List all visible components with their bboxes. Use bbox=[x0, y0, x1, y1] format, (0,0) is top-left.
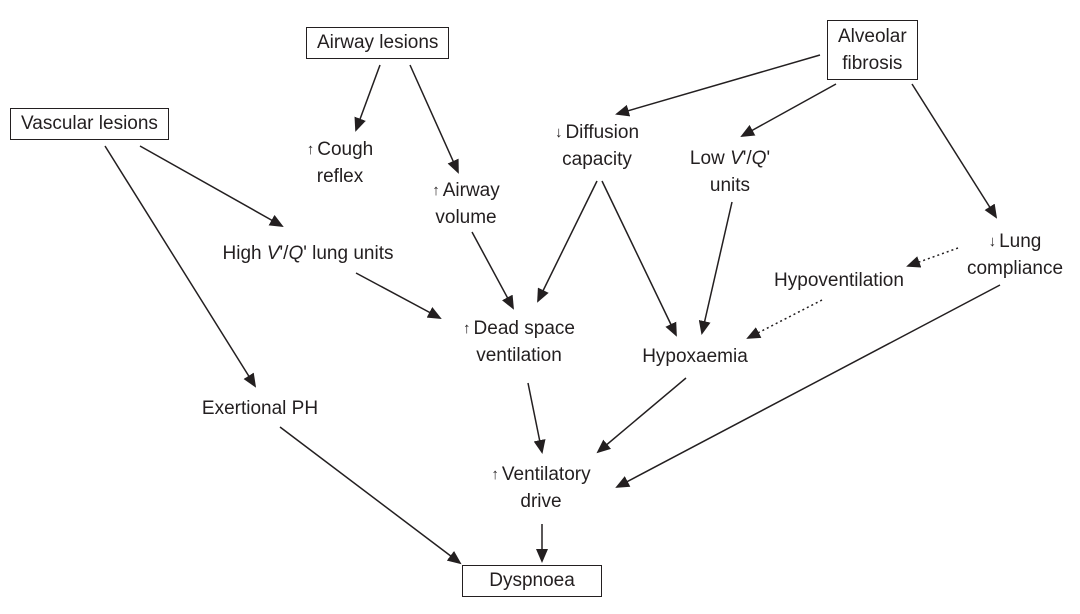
node-diffusion-capacity: ↓Diffusion capacity bbox=[537, 119, 657, 173]
alveolar-fibrosis-line1: Alveolar bbox=[838, 26, 907, 47]
edge-vascular-lesions-to-high-vq bbox=[139, 145, 284, 227]
increase-arrow-icon: ↑ bbox=[432, 182, 440, 199]
airway-lesions-label: Airway lesions bbox=[317, 32, 439, 53]
edge-alveolar-fibrosis-to-low-vq bbox=[740, 83, 837, 137]
cough-reflex-line2: reflex bbox=[316, 166, 364, 187]
node-dead-space-ventilation: ↑Dead space ventilation bbox=[444, 315, 594, 369]
airway-volume-line1: Airway bbox=[442, 180, 500, 201]
edge-hypoxaemia-to-ventilatory-drive bbox=[596, 377, 687, 454]
node-hypoxaemia: Hypoxaemia bbox=[628, 343, 762, 370]
low-vq-line1: Low V'/Q' bbox=[689, 148, 771, 169]
node-airway-lesions: Airway lesions bbox=[306, 27, 450, 59]
cough-reflex-line1: Cough bbox=[317, 139, 374, 160]
node-ventilatory-drive: ↑Ventilatory drive bbox=[466, 461, 616, 515]
increase-arrow-icon: ↑ bbox=[463, 320, 471, 337]
edge-alveolar-fibrosis-to-diffusion-capacity bbox=[615, 54, 821, 117]
node-lung-compliance: ↓Lung compliance bbox=[960, 228, 1070, 282]
edge-high-vq-to-dead-space bbox=[355, 272, 442, 319]
lung-compliance-line2: compliance bbox=[966, 258, 1064, 279]
edge-low-vq-to-hypoxaemia bbox=[698, 201, 733, 335]
node-alveolar-fibrosis: Alveolar fibrosis bbox=[827, 20, 918, 80]
node-exertional-ph: Exertional PH bbox=[180, 395, 340, 422]
edge-exertional-ph-to-dyspnoea bbox=[279, 426, 462, 565]
edge-lung-compliance-to-ventilatory-drive bbox=[615, 284, 1001, 488]
edge-hypoventilation-to-hypoxaemia bbox=[746, 299, 823, 339]
node-vascular-lesions: Vascular lesions bbox=[10, 108, 169, 140]
dyspnoea-label: Dyspnoea bbox=[489, 570, 575, 591]
hypoxaemia-label: Hypoxaemia bbox=[642, 346, 748, 367]
node-hypoventilation: Hypoventilation bbox=[756, 267, 922, 294]
decrease-arrow-icon: ↓ bbox=[988, 233, 997, 250]
node-cough-reflex: ↑Cough reflex bbox=[294, 136, 386, 190]
high-vq-label: High V'/Q' lung units bbox=[222, 243, 394, 264]
edge-alveolar-fibrosis-to-lung-compliance bbox=[911, 83, 998, 219]
vascular-lesions-label: Vascular lesions bbox=[21, 113, 158, 134]
edge-diffusion-capacity-to-hypoxaemia bbox=[601, 180, 677, 337]
diffusion-capacity-line2: capacity bbox=[562, 149, 632, 170]
edge-vascular-lesions-to-exertional-ph bbox=[104, 145, 257, 388]
dead-space-line2: ventilation bbox=[476, 345, 562, 366]
lung-compliance-line1: Lung bbox=[999, 231, 1042, 252]
hypoventilation-label: Hypoventilation bbox=[774, 270, 904, 291]
node-airway-volume: ↑Airway volume bbox=[416, 177, 516, 231]
node-high-vq-lung-units: High V'/Q' lung units bbox=[203, 240, 413, 267]
decrease-arrow-icon: ↓ bbox=[554, 124, 563, 141]
edge-airway-volume-to-dead-space bbox=[471, 231, 514, 310]
increase-arrow-icon: ↑ bbox=[491, 466, 499, 483]
increase-arrow-icon: ↑ bbox=[306, 141, 315, 158]
airway-volume-line2: volume bbox=[435, 207, 497, 228]
node-dyspnoea: Dyspnoea bbox=[462, 565, 602, 597]
edge-lung-compliance-to-hypoventilation bbox=[906, 247, 959, 268]
dead-space-line1: Dead space bbox=[473, 318, 575, 339]
edge-airway-lesions-to-airway-volume bbox=[409, 64, 459, 174]
node-low-vq-units: Low V'/Q' units bbox=[670, 145, 790, 199]
diffusion-capacity-line1: Diffusion bbox=[565, 122, 640, 143]
exertional-ph-label: Exertional PH bbox=[201, 398, 319, 419]
edge-diffusion-capacity-to-dead-space bbox=[537, 180, 598, 303]
ventilatory-drive-line2: drive bbox=[520, 491, 562, 512]
ventilatory-drive-line1: Ventilatory bbox=[501, 464, 591, 485]
low-vq-line2: units bbox=[709, 175, 751, 196]
edge-dead-space-to-ventilatory-drive bbox=[527, 382, 546, 454]
alveolar-fibrosis-line2: fibrosis bbox=[842, 53, 903, 74]
edge-airway-lesions-to-cough-reflex bbox=[354, 64, 381, 132]
